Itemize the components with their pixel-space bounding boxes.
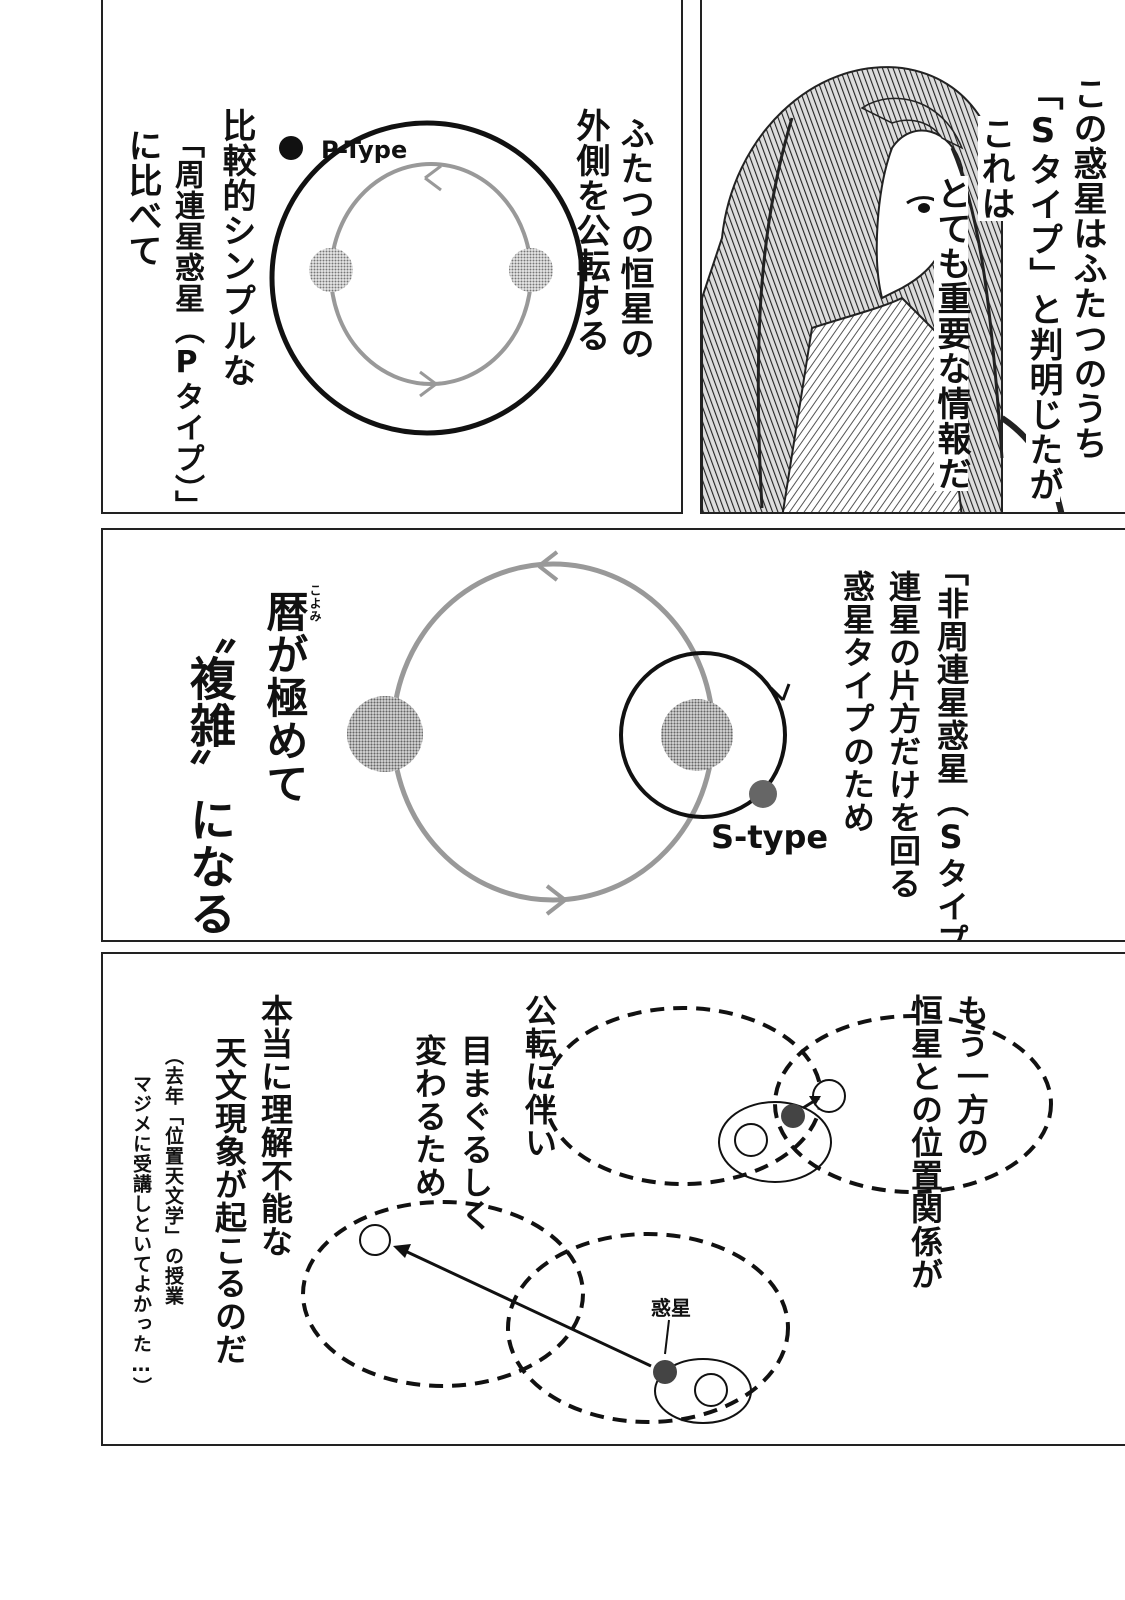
stype-planet-arrow (769, 683, 791, 702)
small-orbit-top (718, 1101, 832, 1183)
stype-planet-orbit (619, 651, 787, 819)
dashed-orbit-2 (773, 1014, 1053, 1194)
panel3-line-2: 連星の片方だけを回る (884, 570, 922, 900)
panel4-line-9: マジメに受講しといてよかった…） (130, 1074, 152, 1397)
panel4-line-1: もう一方の (952, 994, 990, 1159)
panel2-line-1: この惑星はふたつのうち (1067, 76, 1107, 461)
star-top-left (734, 1123, 768, 1157)
panel1-line-5: に比べて (122, 128, 162, 268)
stype-diagram (347, 550, 791, 916)
stype-star-left (347, 696, 423, 772)
panel3-line-5: 〝複雑〟になる (183, 608, 237, 937)
panel1-line-2: 外側を公転する (570, 108, 610, 353)
stype-star-right (661, 699, 733, 771)
small-orbit-bottom (654, 1358, 752, 1424)
dashed-orbit-1 (543, 1006, 823, 1186)
panel4-line-4: 目まぐるしく (456, 1034, 494, 1232)
ptype-arrow-top (424, 164, 442, 192)
panel4-line-2: 恒星との位置関係が (906, 994, 944, 1291)
ptype-star-left (309, 248, 353, 292)
dashed-orbit-4 (506, 1232, 790, 1424)
stype-arrow-top (537, 550, 559, 582)
panel-character: この惑星はふたつのうち 「Sタイプ」と判明じたが これは とても重要な情報だ (700, 0, 1125, 514)
panel-motion: 惑星 もう一方の 恒星との位置関係が 公転に伴い 目まぐるしく 変わるため 本当… (101, 952, 1125, 1446)
panel-stype: S-type 「非周連星惑星（Sタイプ）」は 連星の片方だけを回る 惑星タイプの… (101, 528, 1125, 942)
planet-label-leader (664, 1319, 670, 1355)
panel4-line-6: 本当に理解不能な (256, 994, 294, 1258)
planet-top (781, 1104, 805, 1128)
panel-ptype: P-Type ふたつの恒星の 外側を公転する 比較的シンプルな 「周連星惑星（P… (101, 0, 683, 514)
panel2-line-4: とても重要な情報だ (931, 176, 971, 491)
ptype-inner-orbit (329, 162, 533, 386)
ptype-diagram (269, 120, 585, 436)
panel4-line-8: （去年「位置天文学」の授業 (162, 1046, 184, 1306)
planet-bottom (653, 1360, 677, 1384)
character-illustration (702, 66, 1065, 512)
panel4-line-7: 天文現象が起こるのだ (210, 1036, 248, 1366)
panel1-line-4: 「周連星惑星（Pタイプ）」 (169, 128, 204, 514)
panel3-line-1: 「非周連星惑星（Sタイプ）」は (932, 554, 970, 942)
panel3-ruby: こよみ (308, 584, 322, 623)
star-bottom-right (694, 1373, 728, 1407)
arrow-bottom (402, 1248, 652, 1368)
ptype-star-right (509, 248, 553, 292)
panel4-line-3: 公転に伴い (520, 994, 558, 1159)
panel3-line-3: 惑星タイプのため (838, 570, 876, 834)
panel1-line-3: 比較的シンプルな (216, 108, 256, 388)
panel2-line-2: 「Sタイプ」と判明じたが (1023, 76, 1063, 502)
ptype-label: P-Type (321, 136, 408, 164)
panel1-line-1: ふたつの恒星の (614, 116, 654, 361)
ptype-outer-orbit (269, 120, 585, 436)
stype-planet (749, 780, 777, 808)
panel4-line-5: 変わるため (410, 1034, 448, 1199)
star-bottom-left (359, 1224, 391, 1256)
ptype-arrow-bottom (419, 370, 437, 398)
panel3-line-4: 暦が極めて (260, 590, 309, 805)
stype-label: S-type (711, 818, 829, 856)
planet-label: 惑星 (651, 1296, 691, 1320)
stype-arrow-bottom (545, 884, 567, 916)
motion-diagram (301, 1006, 1053, 1424)
ptype-planet (279, 136, 303, 160)
panel2-line-3: これは (975, 116, 1015, 221)
dashed-orbit-3 (301, 1200, 585, 1388)
